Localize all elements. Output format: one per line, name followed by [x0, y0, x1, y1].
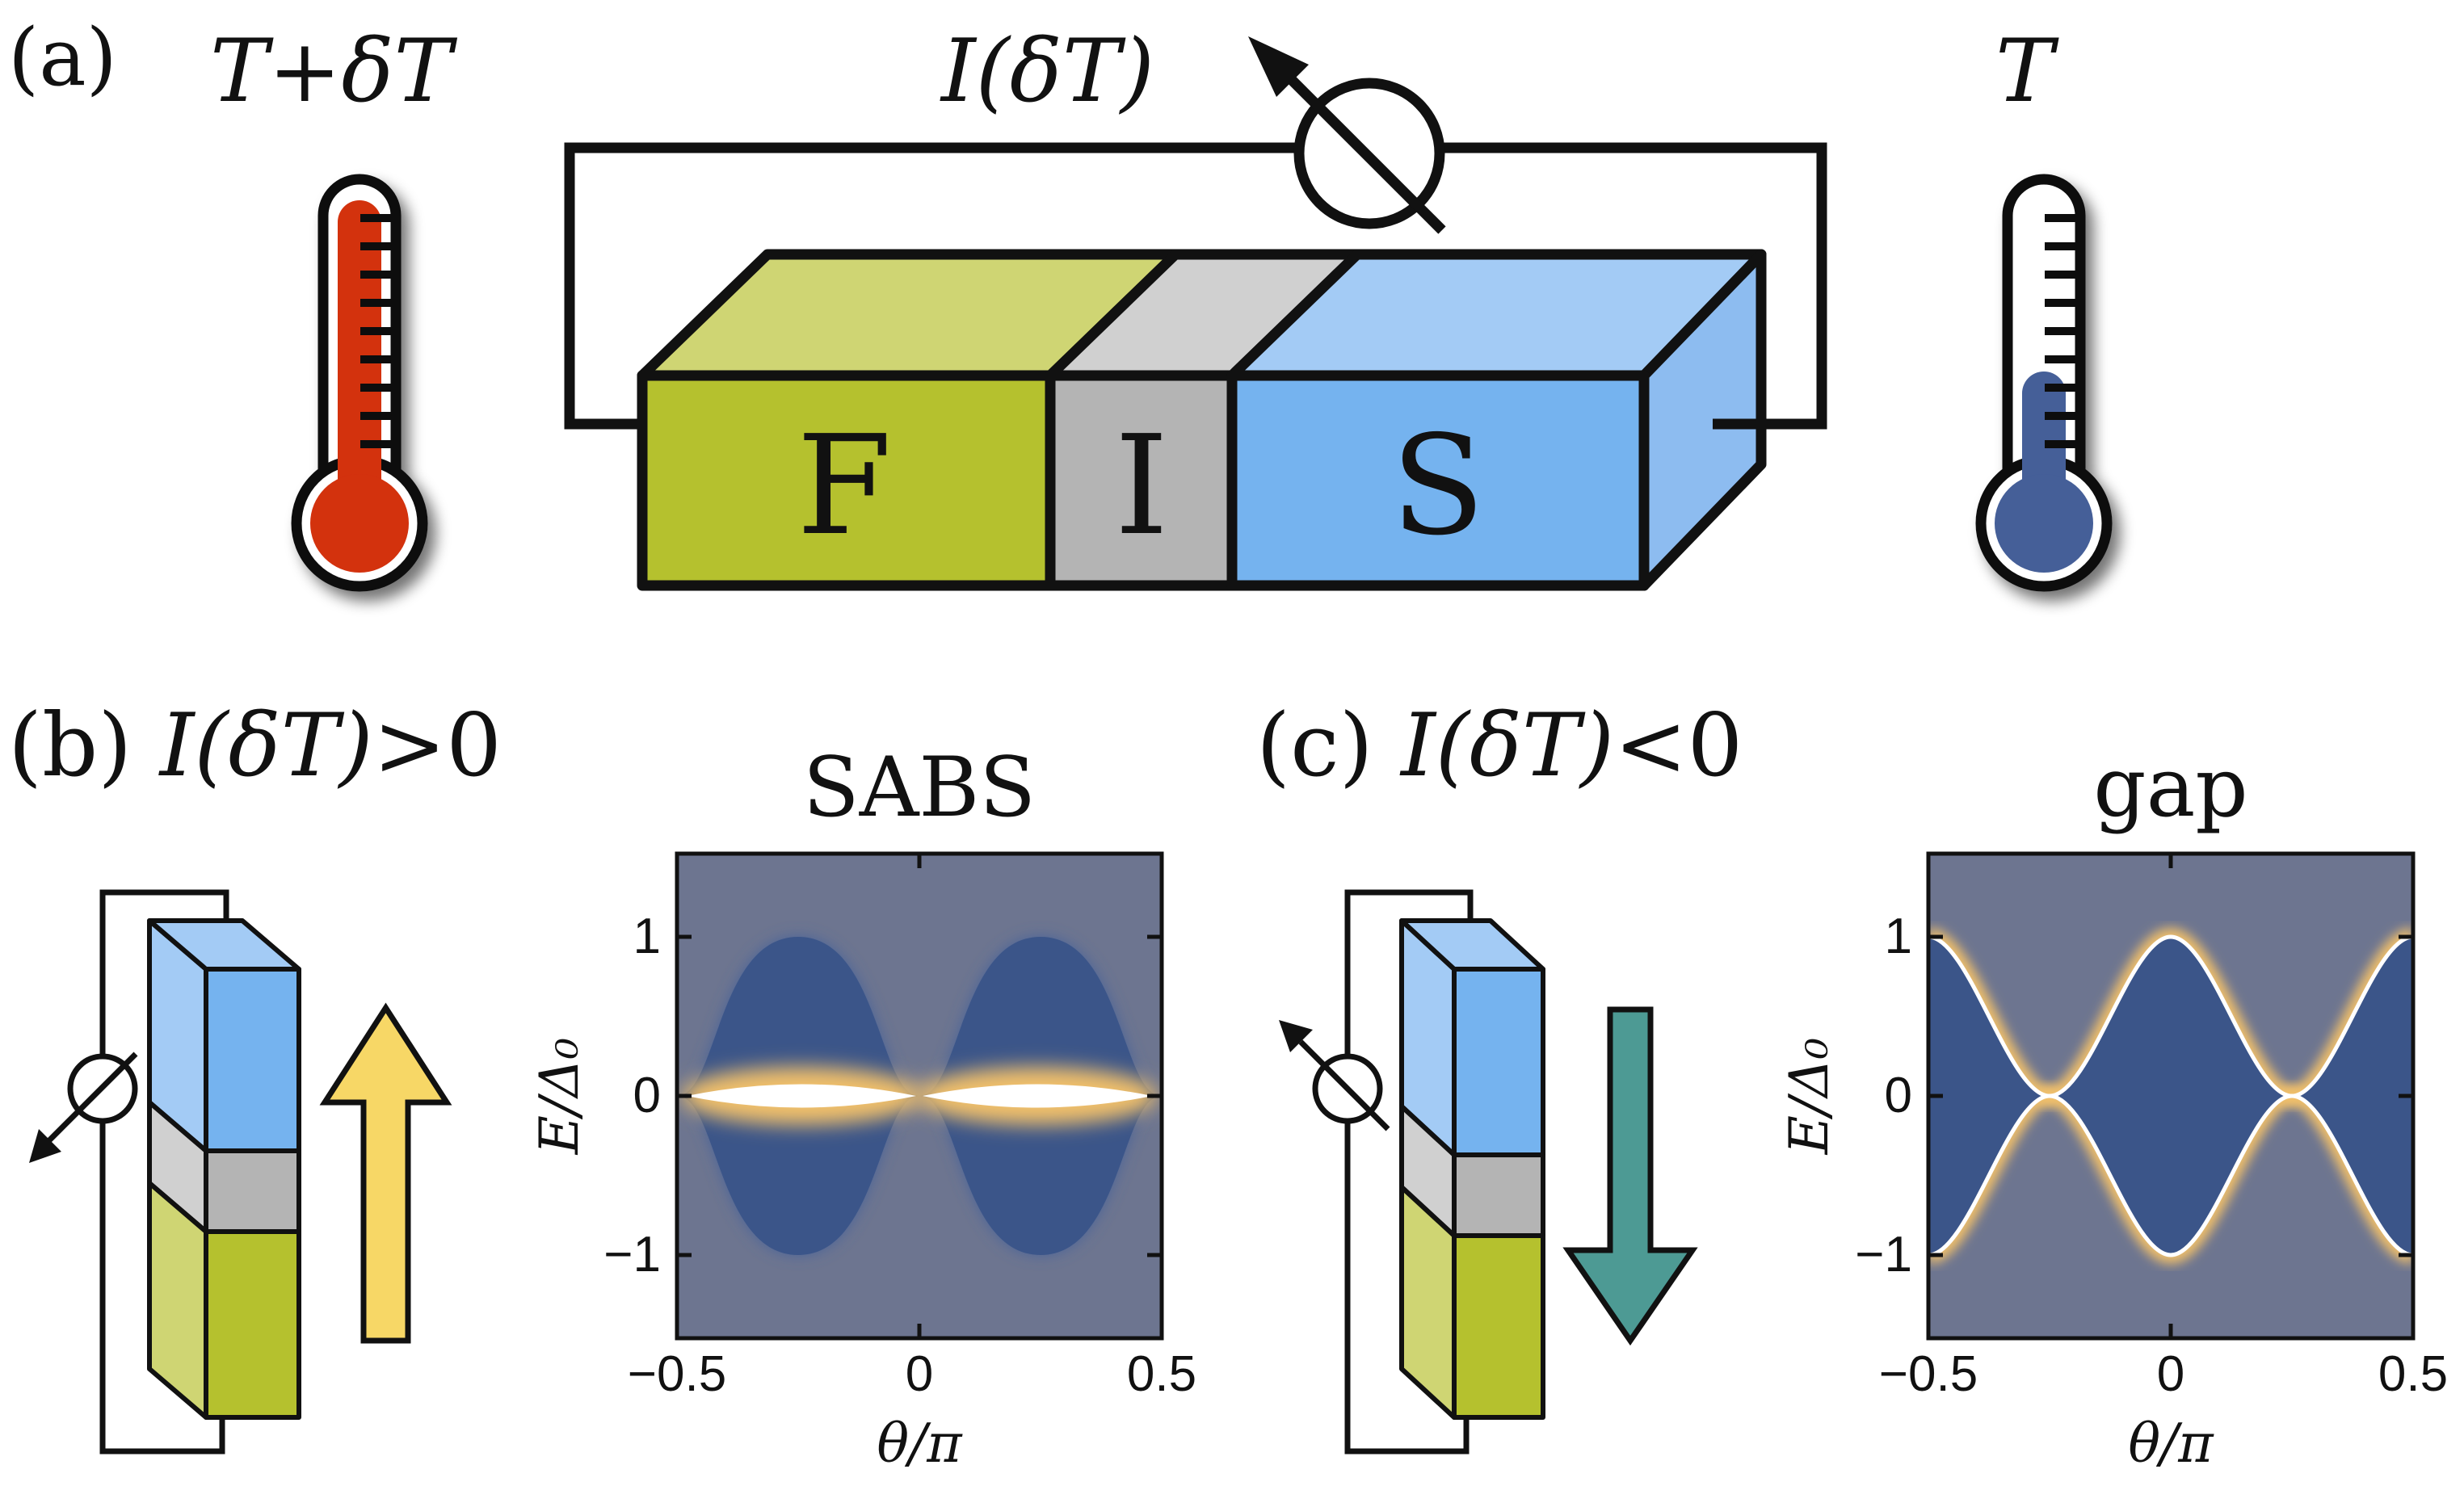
sabs-ylabel: E/Δ₀ [528, 1038, 591, 1156]
current-label: I(δT) [940, 21, 1154, 122]
cold-thermometer-icon [1975, 174, 2113, 592]
sabs-xtick-05: 0.5 [1127, 1346, 1196, 1402]
sabs-xtick-neg05: −0.5 [628, 1346, 726, 1402]
gap-density-map [1928, 854, 2413, 1338]
s-front-face [1226, 370, 1650, 591]
heat-flow-up-arrow [319, 1002, 452, 1344]
panel-b-stack-block [147, 918, 301, 1420]
gap-ytick-neg1: −1 [1855, 1227, 1912, 1282]
panel-c-current: I(δT) [1399, 695, 1614, 796]
panel-c-circuit-wire [1344, 889, 1474, 1455]
panel-c-zero: 0 [1688, 695, 1743, 796]
hot-temperature-label: T+δT [210, 21, 458, 122]
sabs-ytick-1: 1 [633, 909, 661, 964]
panel-a: (a) T+δT T I(δT) [8, 12, 2113, 592]
panel-c: (c) I(δT)<0 gap [1256, 695, 2448, 1475]
panel-a-label: (a) [8, 12, 117, 104]
sabs-ytick-0: 0 [633, 1068, 661, 1123]
i-block-label: I [1114, 406, 1168, 566]
fis-junction-block [637, 249, 1767, 591]
panel-c-letter: (c) [1256, 695, 1373, 796]
gap-ytick-1: 1 [1885, 909, 1912, 964]
gap-xtick-neg05: −0.5 [1879, 1346, 1978, 1402]
panel-b-letter: (b) [8, 695, 132, 796]
panel-b-relation: > [373, 695, 447, 796]
sabs-xlabel: θ/π [877, 1413, 963, 1475]
heat-flow-down-arrow [1562, 1006, 1698, 1346]
panel-b-label: (b) I(δT)>0 [8, 695, 502, 796]
panel-c-ammeter-icon [1279, 1020, 1390, 1131]
sabs-left-lens [687, 1084, 916, 1108]
sabs-xtick-0: 0 [906, 1346, 933, 1402]
cold-temperature-label: T [1995, 21, 2059, 122]
panel-c-relation: < [1614, 695, 1688, 796]
sabs-right-lens [923, 1084, 1152, 1108]
gap-xtick-0: 0 [2157, 1346, 2184, 1402]
gap-xlabel: θ/π [2128, 1413, 2214, 1475]
gap-ytick-0: 0 [1885, 1068, 1912, 1123]
panel-c-stack-block [1399, 918, 1545, 1420]
panel-c-label: (c) I(δT)<0 [1256, 695, 1743, 796]
sabs-density-map [677, 854, 1162, 1338]
panel-b: (b) I(δT)>0 SABS [8, 695, 1196, 1475]
s-block-label: S [1391, 406, 1485, 566]
f-block-label: F [797, 406, 892, 566]
panel-b-ammeter-icon [29, 1052, 138, 1163]
panel-b-circuit-wire [99, 889, 229, 1455]
gap-ylabel: E/Δ₀ [1778, 1038, 1840, 1156]
sabs-ytick-neg1: −1 [603, 1227, 661, 1282]
gap-dark-region [1928, 937, 2413, 1255]
panel-b-zero: 0 [446, 695, 502, 796]
f-front-face [637, 370, 1056, 591]
gap-xtick-05: 0.5 [2378, 1346, 2448, 1402]
panel-b-current: I(δT) [158, 695, 373, 796]
gap-plot-title: gap [2093, 740, 2247, 836]
ammeter-icon [1248, 36, 1446, 234]
hot-thermometer-icon [291, 174, 428, 592]
sabs-plot-title: SABS [803, 740, 1036, 836]
